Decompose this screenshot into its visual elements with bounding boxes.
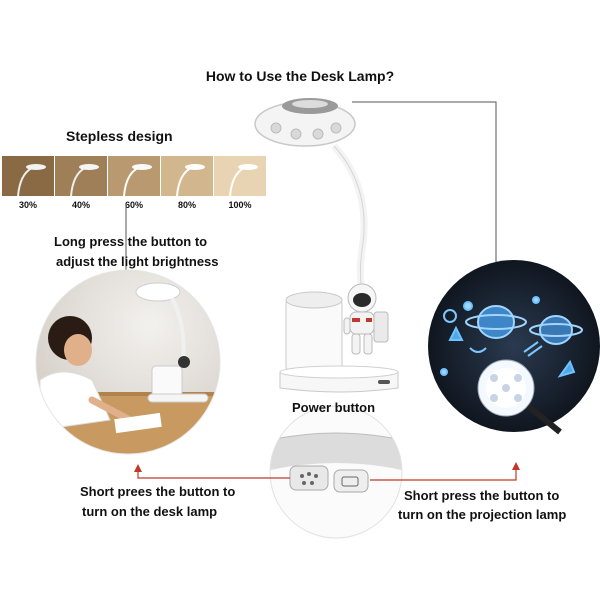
brightness-thumbnail-60 bbox=[108, 156, 160, 196]
brightness-thumbnail-30 bbox=[2, 156, 54, 196]
brightness-level-100: 100% bbox=[228, 200, 252, 210]
brightness-level-30: 30% bbox=[18, 200, 37, 210]
brightness-thumbnail-80 bbox=[161, 156, 213, 196]
desk-lamp-instruction-line-1: Short prees the button to bbox=[80, 484, 236, 499]
brightness-thumbnail-40 bbox=[55, 156, 107, 196]
projection-lamp-scene-image bbox=[428, 260, 600, 435]
desk-lamp-pointer-arrow bbox=[134, 464, 290, 479]
page-title: How to Use the Desk Lamp? bbox=[205, 68, 395, 84]
brightness-level-40: 40% bbox=[71, 200, 90, 210]
connector-line-projection bbox=[352, 101, 497, 262]
power-button-label: Power button bbox=[292, 400, 376, 415]
stepless-heading: Stepless design bbox=[66, 128, 173, 144]
desk-lamp-scene-image bbox=[36, 270, 220, 454]
projection-instruction-line-2: turn on the projection lamp bbox=[398, 507, 567, 522]
desk-lamp-instruction-line-2: turn on the desk lamp bbox=[82, 504, 218, 519]
projection-lamp-pointer-arrow bbox=[370, 462, 520, 481]
brightness-instruction-line-1: Long press the button to bbox=[54, 234, 208, 249]
brightness-thumbnail-100 bbox=[214, 156, 266, 196]
power-button-closeup-image bbox=[269, 405, 403, 539]
brightness-level-60: 60% bbox=[124, 200, 143, 210]
projection-instruction-line-1: Short press the button to bbox=[404, 488, 560, 503]
desk-lamp-product-image bbox=[254, 98, 399, 393]
brightness-instruction-line-2: adjust the light brightness bbox=[56, 254, 219, 269]
brightness-level-80: 80% bbox=[177, 200, 196, 210]
